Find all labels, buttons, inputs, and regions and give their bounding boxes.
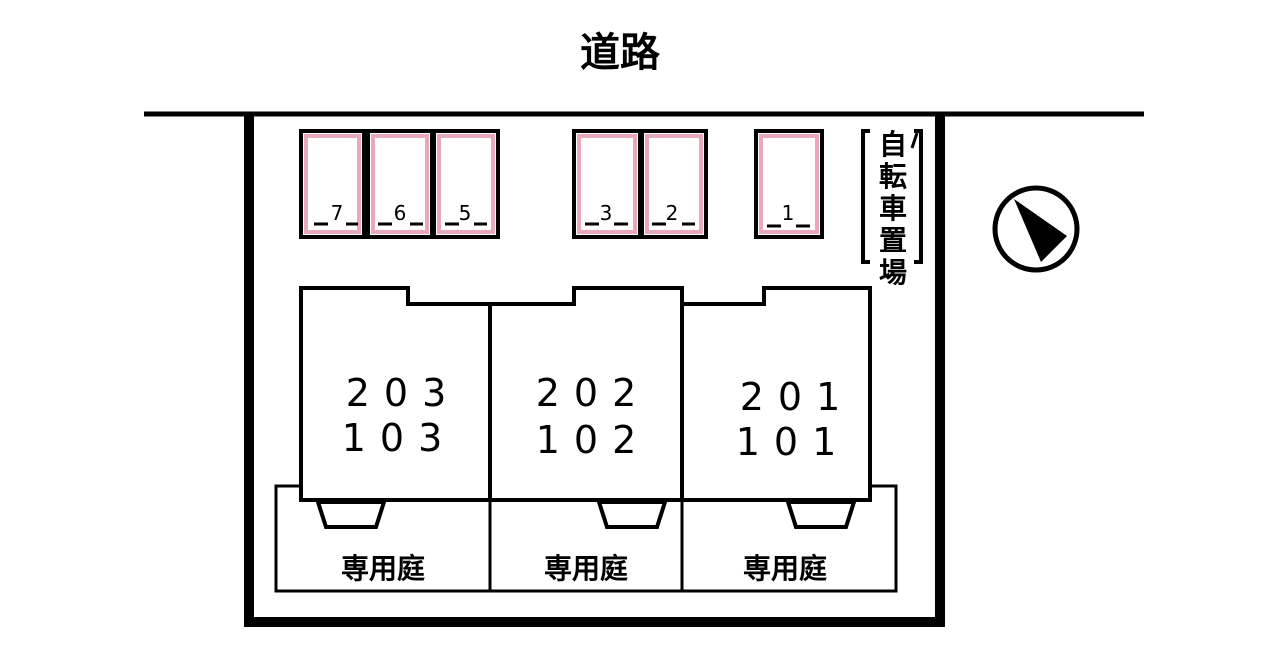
unit-number-lower: 102	[536, 418, 651, 462]
unit-201-101: 201 101	[680, 286, 872, 502]
entry-step	[785, 500, 857, 529]
parking-slot-1: 1	[754, 129, 824, 239]
parking-slot-number: 2	[666, 201, 679, 225]
building: 203 103 202 102 201 101	[299, 286, 872, 529]
unit-number-lower: 103	[342, 416, 457, 460]
parking-slot-5: 5	[432, 129, 500, 239]
unit-number-upper: 203	[346, 371, 461, 415]
parking-slot-7: 7	[299, 129, 366, 239]
bicycle-parking-char: 場	[879, 256, 907, 289]
parking-slot-number: 1	[782, 201, 795, 225]
bicycle-parking-char: 自	[879, 128, 907, 161]
road-label: 道路	[580, 30, 661, 76]
parking-slot-number: 3	[600, 201, 613, 225]
unit-number-lower: 101	[736, 420, 851, 464]
unit-202-102: 202 102	[488, 286, 684, 502]
bicycle-parking: 自 転 車 置 場	[861, 128, 923, 289]
parking-slot-number: 6	[394, 201, 407, 225]
parking-slot-number: 7	[331, 201, 344, 225]
parking-slot-3: 3	[572, 129, 642, 239]
garden-label: 専用庭	[341, 552, 425, 585]
unit-number-upper: 201	[740, 375, 855, 419]
garden-label: 専用庭	[743, 552, 827, 585]
entry-step	[596, 500, 668, 529]
lot-boundary	[244, 114, 945, 627]
bicycle-parking-char: 転	[879, 160, 907, 193]
parking-slot-number: 5	[459, 201, 472, 225]
garden-label: 専用庭	[544, 552, 628, 585]
unit-203-103: 203 103	[299, 286, 492, 502]
parking-slot-2: 2	[640, 129, 708, 239]
unit-number-upper: 202	[536, 371, 651, 415]
bicycle-parking-char: 車	[879, 192, 907, 225]
bicycle-parking-char: 置	[879, 224, 907, 257]
parking-area: 7 6 5 3 2	[299, 129, 824, 239]
entry-step	[315, 500, 387, 529]
north-arrow-icon	[992, 185, 1080, 273]
parking-slot-6: 6	[366, 129, 434, 239]
